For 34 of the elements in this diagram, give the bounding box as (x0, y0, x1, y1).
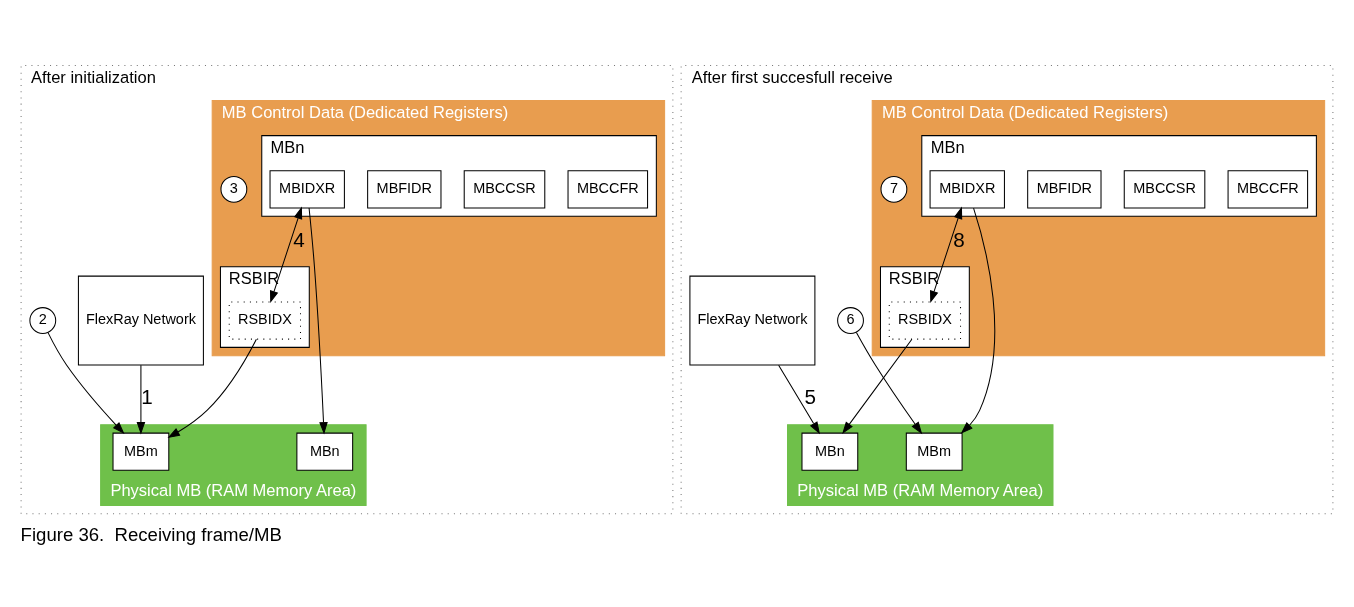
node-box: MBm (905, 432, 963, 471)
arrow (270, 206, 303, 303)
node-box: MBFIDR (367, 169, 442, 208)
node-box: MBCCSR (463, 169, 546, 208)
node-box: MBm (112, 432, 170, 471)
node-circle: 7 (880, 175, 908, 203)
arrow (842, 338, 913, 434)
node-box: MBCCSR (1123, 169, 1206, 208)
node-box: MBIDXR (929, 169, 1005, 208)
edge-label: 4 (293, 227, 305, 251)
node-box: MBn (801, 432, 859, 471)
edge-label: 5 (804, 384, 816, 408)
node-box: MBCCFR (567, 169, 649, 208)
arrow (47, 331, 125, 434)
arrow (308, 206, 328, 434)
arrow (136, 364, 146, 434)
arrow (855, 331, 923, 434)
edge-label: 8 (953, 227, 965, 251)
node-circle: 2 (29, 306, 57, 334)
node-box: RSBIDX (888, 300, 962, 340)
edge-label: 1 (141, 384, 153, 408)
caption: Figure 36. Receiving frame/MB (20, 523, 282, 545)
node-box: FlexRay Network (689, 275, 816, 365)
arrow (778, 364, 820, 434)
node-box: MBn (296, 432, 354, 471)
arrow (930, 206, 963, 303)
node-circle: 6 (837, 306, 864, 334)
node-box: MBFIDR (1027, 169, 1102, 208)
node-box: MBIDXR (269, 169, 345, 208)
node-box: MBCCFR (1227, 169, 1309, 208)
node-box: FlexRay Network (77, 275, 204, 365)
arrow (960, 207, 996, 434)
node-circle: 3 (220, 175, 248, 203)
node-box: RSBIDX (228, 300, 301, 340)
